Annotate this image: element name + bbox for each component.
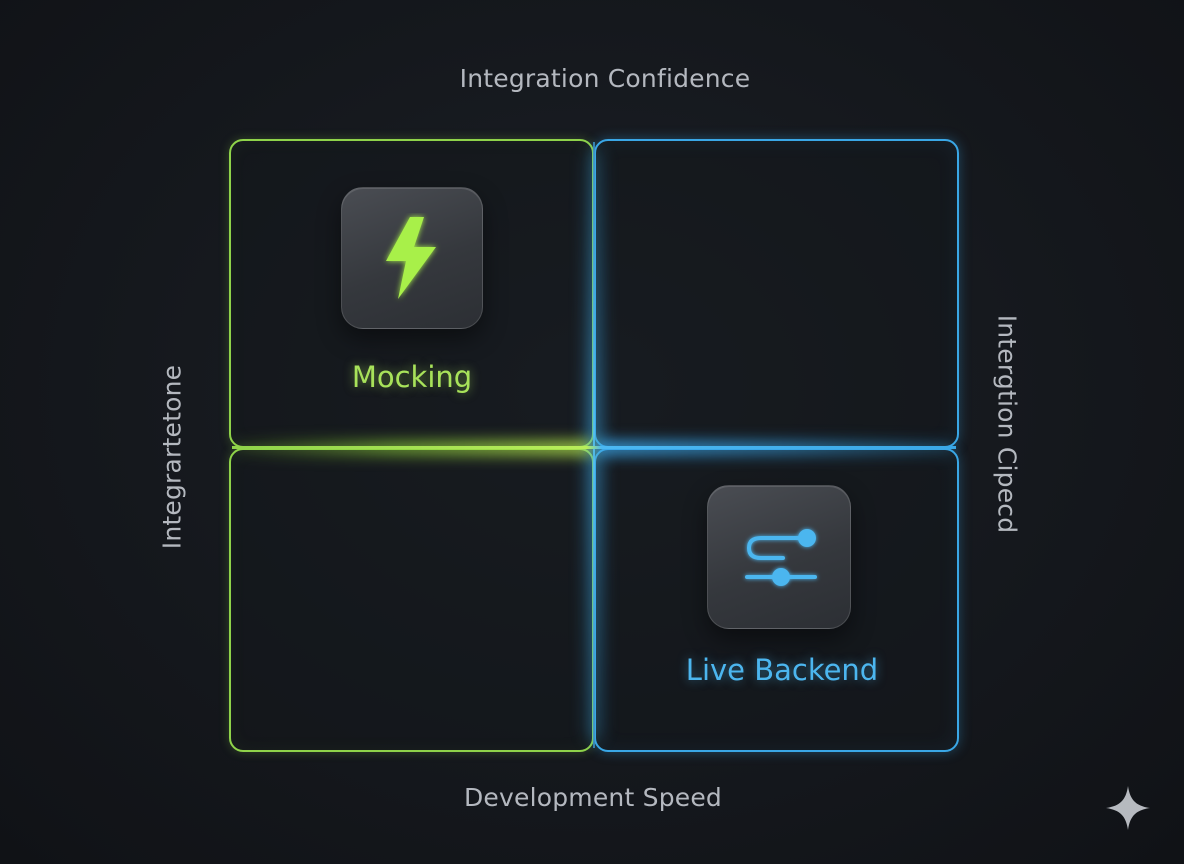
axis-label-right: Intergtion Cipecd: [992, 314, 1022, 534]
live-backend-tile: [707, 485, 851, 629]
live-backend-label: Live Backend: [685, 653, 879, 687]
connection-flow-icon: [745, 529, 817, 586]
lightning-bolt-icon: [386, 217, 436, 299]
vertical-divider: [593, 142, 595, 748]
quadrant-bottom-left: [229, 448, 594, 752]
quadrant-top-right: [594, 139, 959, 448]
axis-label-top: Integration Confidence: [459, 64, 751, 93]
axis-label-left: Integrartetone: [157, 364, 187, 550]
axis-label-bottom: Development Speed: [463, 783, 722, 812]
mocking-tile: [341, 187, 483, 329]
horizontal-divider: [232, 446, 956, 449]
mocking-label: Mocking: [351, 360, 473, 394]
sparkle-icon: [1106, 786, 1150, 830]
